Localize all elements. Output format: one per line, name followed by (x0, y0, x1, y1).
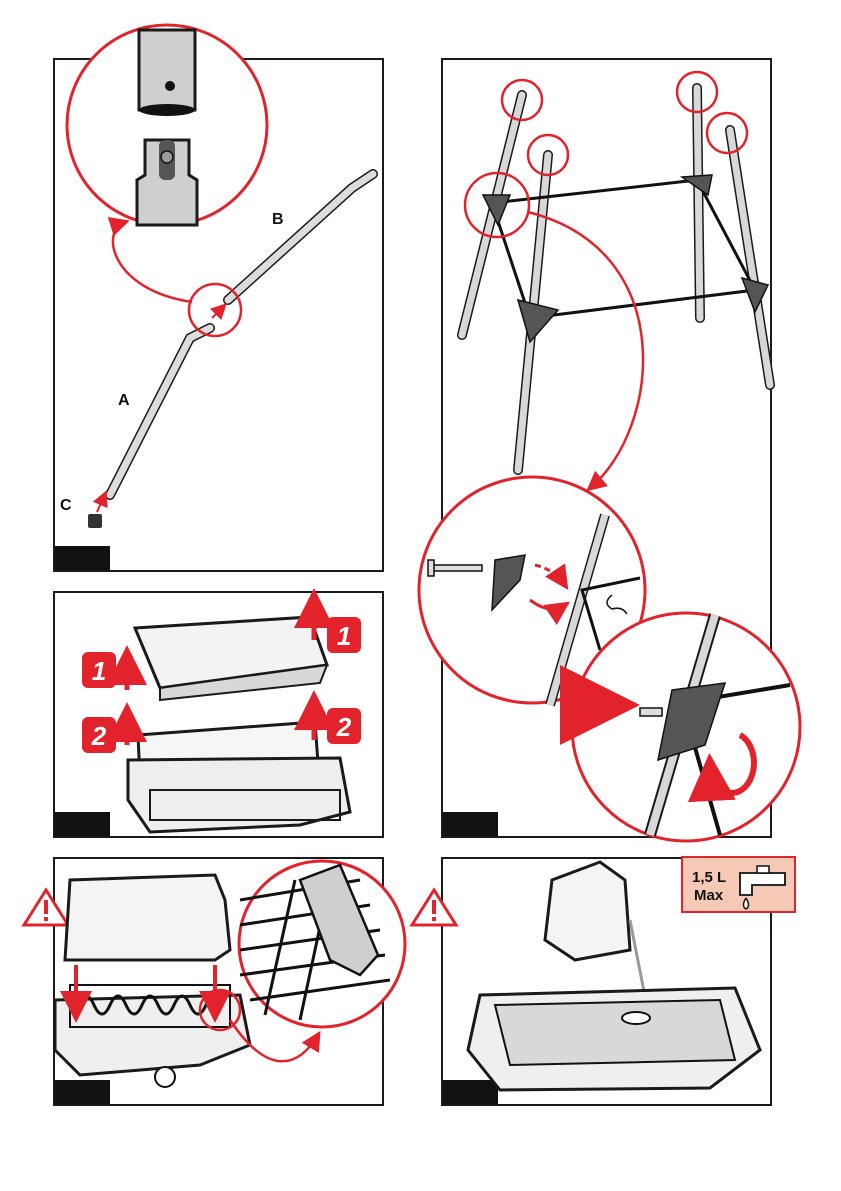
foot-cap-icon (88, 514, 102, 528)
leg-tube-illustration (88, 174, 373, 528)
zoom-circle-bracket-tighten (572, 613, 800, 841)
warning-icon (412, 890, 456, 925)
drain-ring (622, 1012, 650, 1024)
joint-highlight (189, 284, 241, 336)
svg-text:1: 1 (337, 621, 351, 651)
svg-text:2: 2 (91, 721, 107, 751)
warning-icon (24, 890, 68, 925)
capacity-note: 1,5 L Max (682, 857, 795, 912)
step-badge-1-right: 1 (327, 617, 361, 653)
label-b: B (272, 211, 284, 228)
step-badge-1-left: 1 (82, 652, 116, 688)
svg-text:1: 1 (92, 656, 106, 686)
measuring-jug (545, 862, 630, 960)
svg-text:2: 2 (336, 712, 352, 742)
grill-assembly-illustration (55, 875, 250, 1087)
tray-removal-illustration (127, 598, 350, 832)
water-drop-icon (744, 898, 749, 909)
label-a: A (118, 392, 130, 409)
step-badge-2-right: 2 (327, 708, 361, 744)
step-badge-2-left: 2 (82, 717, 116, 753)
stand-frame-illustration (462, 72, 770, 488)
capacity-value: 1,5 L (692, 869, 726, 886)
capacity-max: Max (694, 887, 724, 904)
zoom-circle-grill-clip (230, 861, 405, 1061)
thermostat-knob (155, 1067, 175, 1087)
label-c: C (60, 497, 72, 514)
